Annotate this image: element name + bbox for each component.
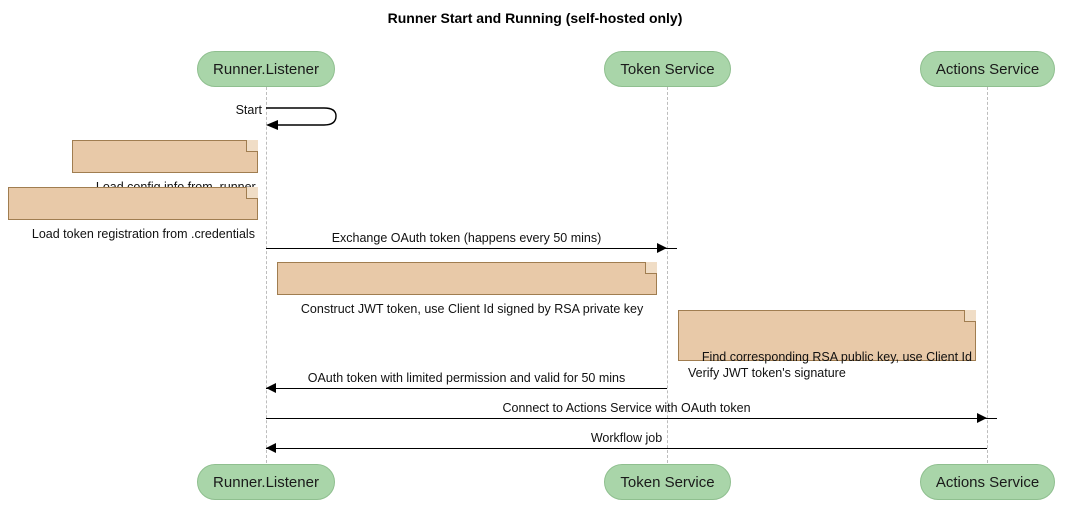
message-line-connect-actions	[266, 418, 997, 419]
self-message-label-start: Start	[235, 103, 262, 117]
participant-label: Runner.Listener	[213, 60, 319, 78]
message-line-oauth-token-return	[266, 388, 667, 389]
note-text: Construct JWT token, use Client Id signe…	[300, 302, 644, 316]
diagram-title: Runner Start and Running (self-hosted on…	[387, 10, 683, 26]
note-fold-corner	[964, 310, 976, 322]
lifeline-actions-service	[987, 87, 988, 463]
participant-token-service-bottom[interactable]: Token Service	[604, 464, 731, 500]
note-fold-corner	[645, 262, 657, 274]
note-load-token-registration: Load token registration from .credential…	[8, 187, 258, 241]
message-line-exchange-oauth	[266, 248, 677, 249]
participant-runner-listener-top[interactable]: Runner.Listener	[197, 51, 335, 87]
lifeline-runner-listener	[266, 87, 267, 463]
note-verify-jwt: Find corresponding RSA public key, use C…	[678, 310, 976, 380]
participant-token-service-top[interactable]: Token Service	[604, 51, 731, 87]
participant-label: Runner.Listener	[213, 473, 319, 491]
participant-label: Actions Service	[935, 60, 1040, 78]
message-arrowhead-exchange-oauth	[657, 243, 667, 253]
message-arrowhead-connect-actions	[977, 413, 987, 423]
participant-label: Token Service	[620, 60, 715, 78]
lifeline-token-service	[667, 87, 668, 463]
self-message-start-loop	[264, 104, 348, 134]
note-text: Find corresponding RSA public key, use C…	[688, 350, 972, 380]
message-label-oauth-token-return: OAuth token with limited permission and …	[307, 371, 626, 385]
participant-runner-listener-bottom[interactable]: Runner.Listener	[197, 464, 335, 500]
participant-label: Actions Service	[935, 473, 1040, 491]
note-text: Load token registration from .credential…	[31, 227, 255, 241]
message-arrowhead-oauth-token-return	[266, 383, 276, 393]
message-label-exchange-oauth: Exchange OAuth token (happens every 50 m…	[331, 231, 602, 245]
message-arrowhead-workflow-job	[266, 443, 276, 453]
participant-label: Token Service	[620, 473, 715, 491]
message-label-workflow-job: Workflow job	[590, 431, 663, 445]
participant-actions-service-top[interactable]: Actions Service	[920, 51, 1055, 87]
note-construct-jwt: Construct JWT token, use Client Id signe…	[277, 262, 657, 316]
note-load-config: Load config info from .runner	[72, 140, 258, 194]
message-line-workflow-job	[266, 448, 987, 449]
note-fold-corner	[246, 140, 258, 152]
message-label-connect-actions: Connect to Actions Service with OAuth to…	[502, 401, 751, 415]
participant-actions-service-bottom[interactable]: Actions Service	[920, 464, 1055, 500]
note-fold-corner	[246, 187, 258, 199]
